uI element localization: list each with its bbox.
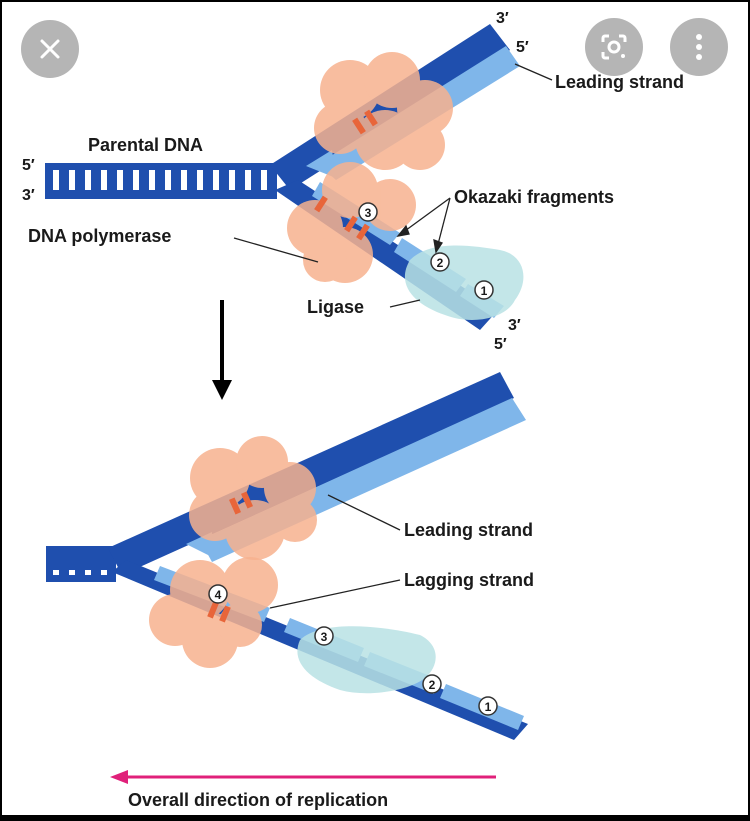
label-left-3prime: 3′	[22, 187, 35, 204]
badge-3-bottom: 3	[314, 626, 334, 646]
progression-arrow	[212, 300, 232, 400]
svg-text:1: 1	[485, 700, 492, 714]
rna-primers-top	[314, 109, 378, 241]
badge-3-top: 3	[358, 202, 378, 222]
label-parental-dna: Parental DNA	[88, 135, 203, 155]
okazaki-pointer-lines	[396, 197, 451, 254]
lens-button[interactable]	[585, 18, 643, 76]
label-left-5prime: 5′	[22, 157, 35, 174]
badge-2-bottom: 2	[422, 674, 442, 694]
label-direction: Overall direction of replication	[128, 790, 388, 810]
label-bottom-3prime: 3′	[508, 317, 521, 334]
svg-text:2: 2	[429, 678, 436, 692]
parental-dna-duplex	[45, 163, 277, 199]
label-okazaki-fragments: Okazaki fragments	[454, 187, 614, 207]
leader-ligase	[389, 299, 421, 308]
leader-leading-strand-1	[514, 63, 553, 81]
label-top-3prime: 3′	[496, 10, 509, 27]
svg-text:3: 3	[365, 206, 372, 220]
rna-primers-bottom	[207, 491, 253, 623]
lens-icon	[601, 34, 627, 60]
badge-2-top: 2	[430, 252, 450, 272]
label-dna-polymerase: DNA polymerase	[28, 226, 171, 246]
ligase-blob-bottom	[297, 626, 436, 694]
svg-text:1: 1	[481, 284, 488, 298]
close-button[interactable]	[21, 20, 79, 78]
direction-arrow	[110, 770, 496, 784]
more-vert-icon	[696, 34, 702, 60]
parental-dna-duplex-bottom	[46, 546, 116, 582]
label-leading-strand-1: Leading strand	[555, 72, 684, 92]
badge-1-bottom: 1	[478, 696, 498, 716]
leader-dna-polymerase	[233, 237, 319, 263]
dna-polymerase-top-upper	[314, 52, 453, 170]
svg-text:3: 3	[321, 630, 328, 644]
badge-1-top: 1	[474, 280, 494, 300]
dna-polymerase-bottom-upper	[189, 436, 317, 560]
ligase-blob-top	[404, 245, 524, 320]
badge-4-bottom: 4	[208, 584, 228, 604]
svg-text:4: 4	[215, 588, 222, 602]
leader-leading-strand-2	[327, 494, 401, 531]
label-leading-strand-2: Leading strand	[404, 520, 533, 540]
leader-lagging-strand	[269, 579, 401, 609]
label-ligase: Ligase	[307, 297, 364, 317]
label-lagging-strand: Lagging strand	[404, 570, 534, 590]
svg-text:2: 2	[437, 256, 444, 270]
close-icon	[40, 39, 60, 59]
label-top-5prime: 5′	[516, 39, 529, 56]
more-options-button[interactable]	[670, 18, 728, 76]
label-bottom-5prime: 5′	[494, 336, 507, 353]
